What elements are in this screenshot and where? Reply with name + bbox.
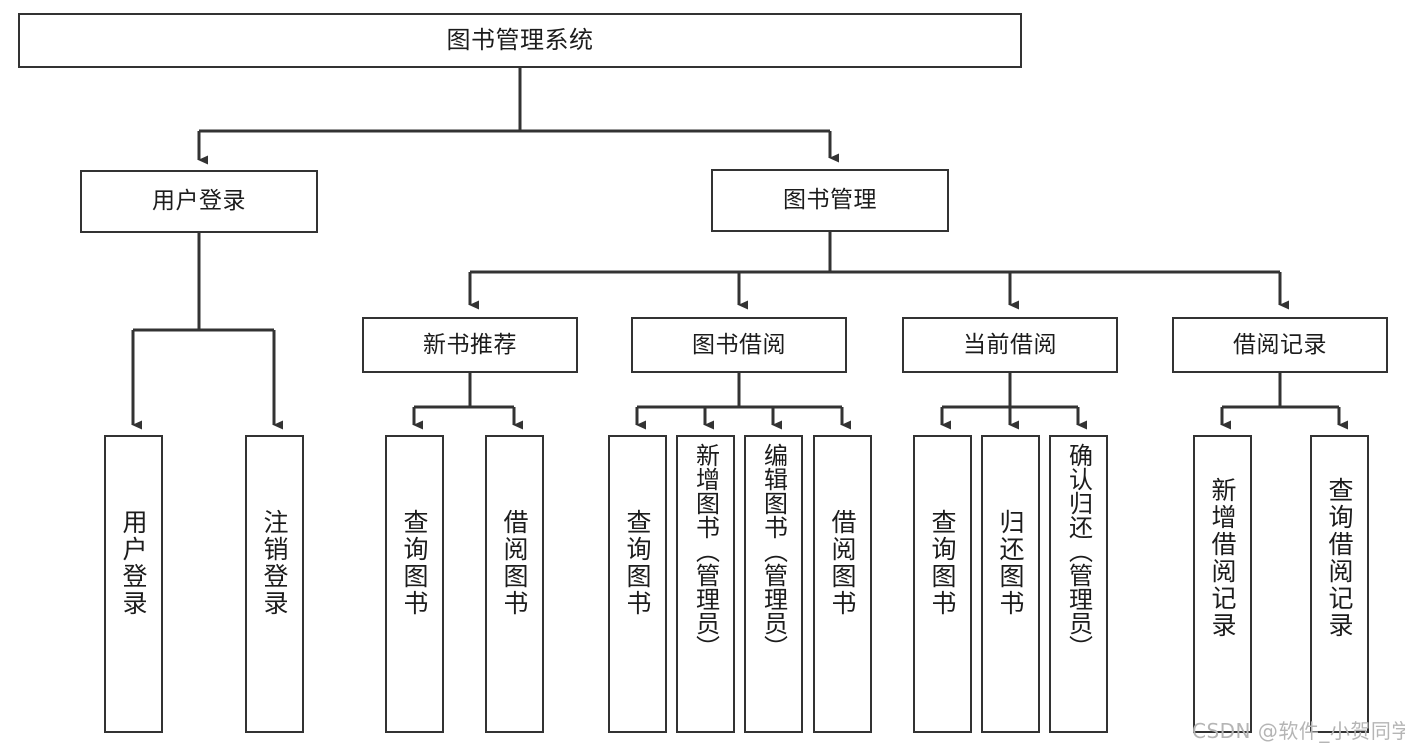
node-leaf-query-book-1[interactable]: 查询图书 xyxy=(385,435,444,733)
node-leaf-add-book-label: 新增图书（管理员） xyxy=(691,443,720,659)
node-leaf-borrow-book-2-label: 借阅图书 xyxy=(828,509,857,617)
node-leaf-return-book[interactable]: 归还图书 xyxy=(981,435,1040,733)
csdn-watermark: CSDN @软件_小贺同学 xyxy=(1192,719,1405,743)
node-leaf-borrow-book-2[interactable]: 借阅图书 xyxy=(813,435,872,733)
node-leaf-query-record[interactable]: 查询借阅记录 xyxy=(1310,435,1369,733)
node-book-manage-label: 图书管理 xyxy=(783,187,877,214)
node-user-login-label: 用户登录 xyxy=(152,188,246,215)
node-leaf-logout-label: 注销登录 xyxy=(260,509,289,617)
node-leaf-borrow-book-1-label: 借阅图书 xyxy=(500,509,529,617)
node-leaf-edit-book[interactable]: 编辑图书（管理员） xyxy=(744,435,803,733)
node-leaf-query-book-3[interactable]: 查询图书 xyxy=(913,435,972,733)
node-leaf-return-book-label: 归还图书 xyxy=(996,509,1025,617)
node-root[interactable]: 图书管理系统 xyxy=(18,13,1022,68)
node-current-borrow[interactable]: 当前借阅 xyxy=(902,317,1118,373)
node-new-book-recommend-label: 新书推荐 xyxy=(423,331,517,358)
node-leaf-edit-book-label: 编辑图书（管理员） xyxy=(759,443,788,659)
node-leaf-user-login[interactable]: 用户登录 xyxy=(104,435,163,733)
node-leaf-confirm-return[interactable]: 确认归还（管理员） xyxy=(1049,435,1108,733)
node-new-book-recommend[interactable]: 新书推荐 xyxy=(362,317,578,373)
node-current-borrow-label: 当前借阅 xyxy=(963,331,1057,358)
node-borrow-record[interactable]: 借阅记录 xyxy=(1172,317,1388,373)
node-leaf-add-book[interactable]: 新增图书（管理员） xyxy=(676,435,735,733)
node-leaf-borrow-book-1[interactable]: 借阅图书 xyxy=(485,435,544,733)
node-borrow-record-label: 借阅记录 xyxy=(1233,331,1327,358)
node-user-login[interactable]: 用户登录 xyxy=(80,170,318,233)
node-leaf-query-book-2[interactable]: 查询图书 xyxy=(608,435,667,733)
node-leaf-query-book-2-label: 查询图书 xyxy=(623,509,652,617)
node-leaf-add-record[interactable]: 新增借阅记录 xyxy=(1193,435,1252,733)
node-leaf-logout[interactable]: 注销登录 xyxy=(245,435,304,733)
node-leaf-confirm-return-label: 确认归还（管理员） xyxy=(1064,443,1093,659)
node-leaf-user-login-label: 用户登录 xyxy=(119,509,148,617)
node-root-label: 图书管理系统 xyxy=(446,25,594,54)
node-leaf-add-record-label: 新增借阅记录 xyxy=(1208,477,1237,639)
node-book-manage[interactable]: 图书管理 xyxy=(711,169,949,232)
node-book-borrow-label: 图书借阅 xyxy=(692,331,786,358)
node-leaf-query-book-1-label: 查询图书 xyxy=(400,509,429,617)
node-leaf-query-book-3-label: 查询图书 xyxy=(928,509,957,617)
node-book-borrow[interactable]: 图书借阅 xyxy=(631,317,847,373)
node-leaf-query-record-label: 查询借阅记录 xyxy=(1325,477,1354,639)
